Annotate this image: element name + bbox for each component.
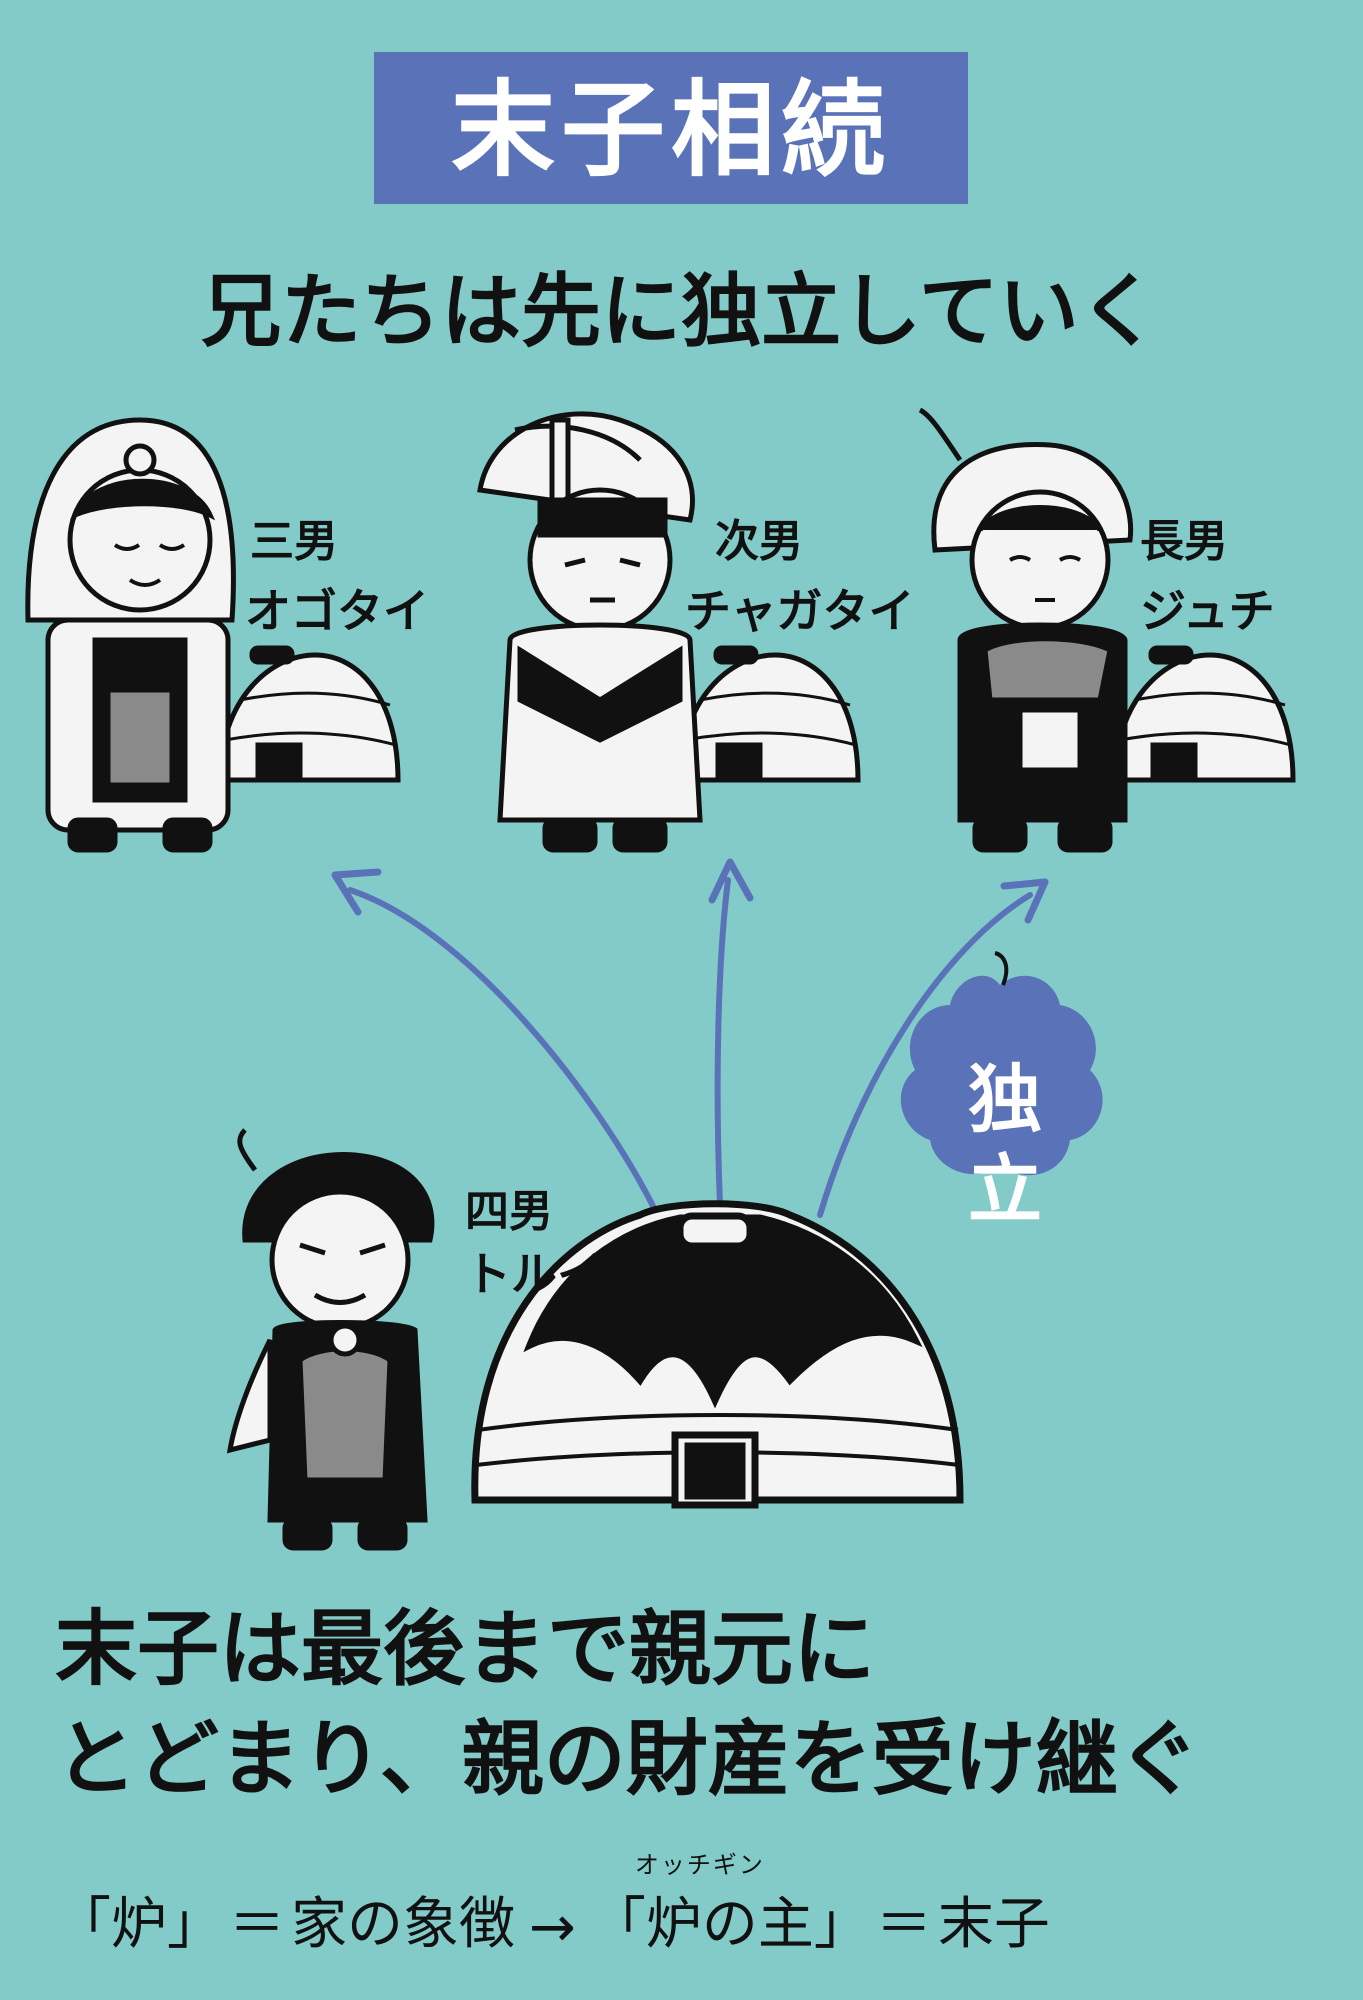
juchi-rank: 長男 <box>1140 516 1228 567</box>
independence-arrows <box>331 858 1049 1218</box>
conclusion-line-2: とどまり、親の財産を受け継ぐ <box>55 1712 1200 1807</box>
chagatai-name: チャガタイ <box>685 584 915 638</box>
equals-sign-1: ＝ <box>229 1892 285 1957</box>
large-yurt <box>471 1200 964 1509</box>
hearth-master-term: 「炉の主」 <box>589 1892 870 1957</box>
hearth-term: 「炉」 <box>55 1892 223 1957</box>
ogotai-rank: 三男 <box>250 516 338 567</box>
family-symbol: 家の象徴 <box>291 1892 515 1957</box>
independence-badge <box>900 951 1103 1176</box>
arrow-right-icon: → <box>529 1895 576 1960</box>
chagatai-figure <box>477 411 703 853</box>
chagatai-rank: 次男 <box>715 516 803 567</box>
equals-sign-2: ＝ <box>875 1892 932 1957</box>
title-box <box>374 52 968 204</box>
arrow-to-juchi <box>817 892 1033 1218</box>
independence-label-top: 独 <box>968 1057 1042 1143</box>
tolui-name: トルイ <box>465 1247 603 1301</box>
juchi-figure <box>918 407 1134 853</box>
tolui-figure <box>226 1128 435 1551</box>
ogotai-figure <box>25 417 236 853</box>
ogotai-name: オゴタイ <box>245 584 429 638</box>
hearth-master-group: オッチギン 「炉の主」 <box>589 1851 870 1960</box>
footer-formula: 「炉」 ＝ 家の象徴 → オッチギン 「炉の主」 ＝ 末子 <box>55 1851 1050 1960</box>
hearth-master-ruby: オッチギン <box>634 1851 765 1879</box>
juchi-name: ジュチ <box>1140 584 1275 638</box>
page-title: 末子相続 <box>450 69 891 191</box>
conclusion-line-1: 末子は最後まで親元に <box>55 1602 876 1697</box>
yurt-juchi <box>1112 645 1296 783</box>
arrow-to-chagatai <box>714 877 731 1208</box>
tolui-rank: 四男 <box>465 1186 553 1237</box>
page-subtitle: 兄たちは先に独立していく <box>201 265 1159 358</box>
arrow-to-ogotai <box>347 887 658 1213</box>
yurt-ogotai <box>217 645 401 783</box>
independence-label-bottom: 立 <box>968 1147 1042 1233</box>
yurt-chagatai <box>677 645 861 783</box>
youngest-son-term: 末子 <box>937 1892 1050 1957</box>
